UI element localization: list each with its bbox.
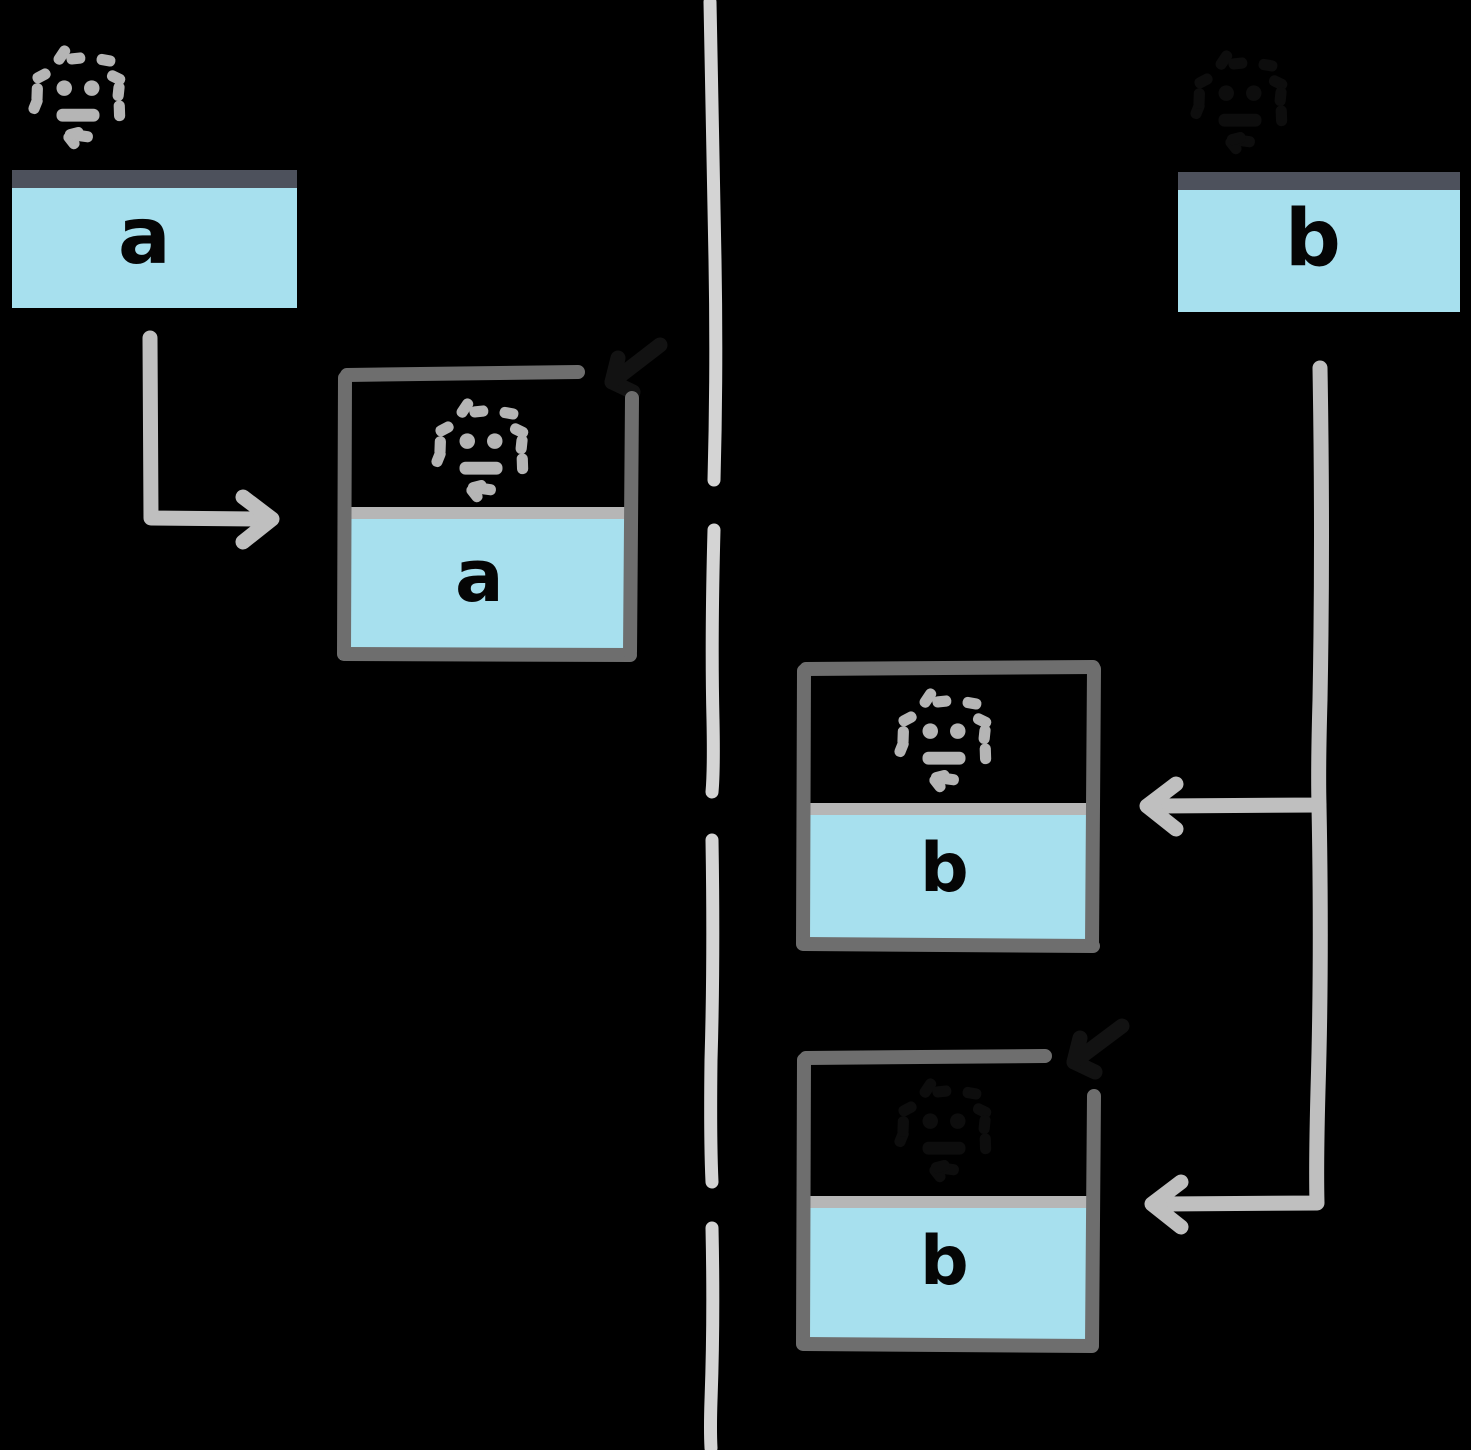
- target-resource-b-upper[interactable]: [796, 660, 1101, 953]
- source-resource-b-icon: [1188, 48, 1290, 157]
- boundary-line: [703, 0, 723, 1450]
- target-resource-b-lower-icon: [892, 1076, 994, 1185]
- arrowhead-onto-target-b-lower: [1066, 1018, 1130, 1080]
- source-resource-a[interactable]: [12, 170, 297, 308]
- arrow-source-a-to-target-a: [142, 330, 280, 550]
- source-resource-a-letter: a: [118, 192, 171, 282]
- arrow-source-b-to-target-b-upper: [1139, 360, 1329, 837]
- target-resource-a-icon: [429, 396, 531, 505]
- target-resource-b-lower-letter: b: [920, 1222, 969, 1301]
- target-resource-b-upper-icon: [892, 686, 994, 795]
- arrow-source-b-to-target-b-lower: [1144, 798, 1328, 1235]
- target-resource-a-letter: a: [455, 534, 504, 618]
- source-resource-b[interactable]: [1178, 172, 1460, 312]
- target-resource-b-upper-letter: b: [920, 829, 969, 908]
- target-resource-b-lower[interactable]: [796, 1049, 1101, 1353]
- arrowhead-onto-target-a: [604, 337, 668, 400]
- source-resource-a-icon: [26, 43, 128, 152]
- target-resource-a[interactable]: [337, 365, 639, 662]
- source-resource-b-letter: b: [1285, 194, 1341, 284]
